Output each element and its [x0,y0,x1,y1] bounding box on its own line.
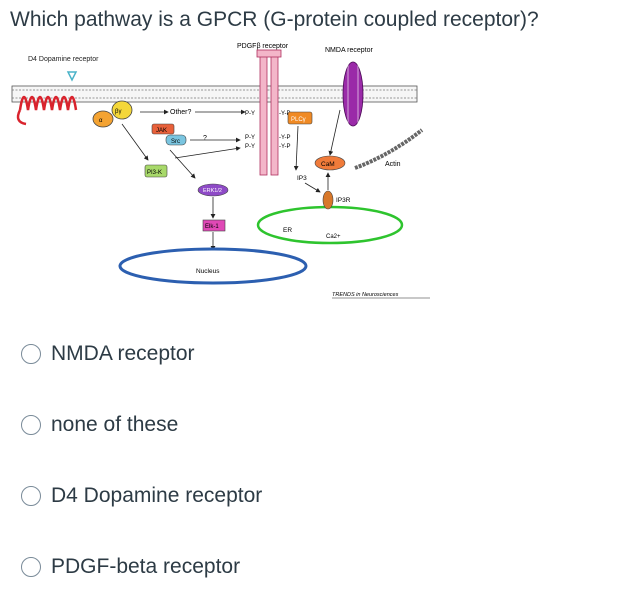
er-label: ER [283,227,292,234]
question-mark: ? [203,135,207,142]
option-none-of-these[interactable]: none of these [21,413,178,437]
yp-label-2: -Y-P [279,135,290,141]
radio-button[interactable] [21,344,41,364]
py-label-2: P-Y [245,135,255,141]
pdgf-label: PDGFβ receptor [237,43,289,50]
citation-label: TRENDS in Neurosciences [332,292,399,298]
option-pdgf-beta-receptor[interactable]: PDGF-beta receptor [21,555,240,579]
cam-label: CaM [321,161,335,168]
option-nmda-receptor[interactable]: NMDA receptor [21,342,195,366]
yp-label-3: -Y-P [279,144,290,150]
pdgf-receptor [256,49,282,176]
option-label: NMDA receptor [51,342,195,365]
plc-box [287,111,313,125]
cam-box [314,155,346,171]
ca-label: Ca2+ [326,234,341,240]
pi3k-box [144,164,168,178]
src-box [165,134,187,146]
ip3-label: IP3 [297,175,307,182]
plc-label: PLCγ [291,117,306,123]
yp-label-1: -Y-P [279,111,290,117]
jak-box [151,123,175,135]
jak-label: JAK [156,128,167,134]
d4-receptor [16,71,78,126]
d4-label: D4 Dopamine receptor [28,56,99,63]
elk-label: Elk-1 [205,224,219,230]
radio-button[interactable] [21,557,41,577]
elk-box [202,219,226,232]
g-alpha-label: α [99,118,103,124]
ip3-receptor [322,190,334,210]
other-label: Other? [170,109,192,116]
option-label: PDGF-beta receptor [51,555,241,578]
option-label: D4 Dopamine receptor [51,484,263,507]
erk-box [197,183,229,197]
erk-label: ERK1/2 [203,188,222,194]
nmda-receptor [342,61,364,127]
src-label: Src [171,139,180,145]
option-label: none of these [51,413,179,436]
radio-button[interactable] [21,486,41,506]
actin-label: Actin [385,161,401,168]
g-betagamma [111,100,133,120]
pathway-diagram: D4 Dopamine receptor α βγ Other? JAK Src… [11,43,430,299]
actin-filament [354,128,424,170]
question-text: Which pathway is a GPCR (G-protein coupl… [10,8,539,31]
nucleus-outline [118,247,308,285]
py-label-3: P-Y [245,144,255,150]
py-label-1: P-Y [245,111,255,117]
pi3k-label: PI3-K [147,170,162,176]
radio-button[interactable] [21,415,41,435]
g-alpha [92,110,114,128]
g-betagamma-label: βγ [115,109,121,115]
nucleus-label: Nucleus [196,268,220,275]
ip3r-label: IP3R [336,197,351,204]
option-d4-dopamine-receptor[interactable]: D4 Dopamine receptor [21,484,262,508]
nmda-label: NMDA receptor [325,47,374,54]
